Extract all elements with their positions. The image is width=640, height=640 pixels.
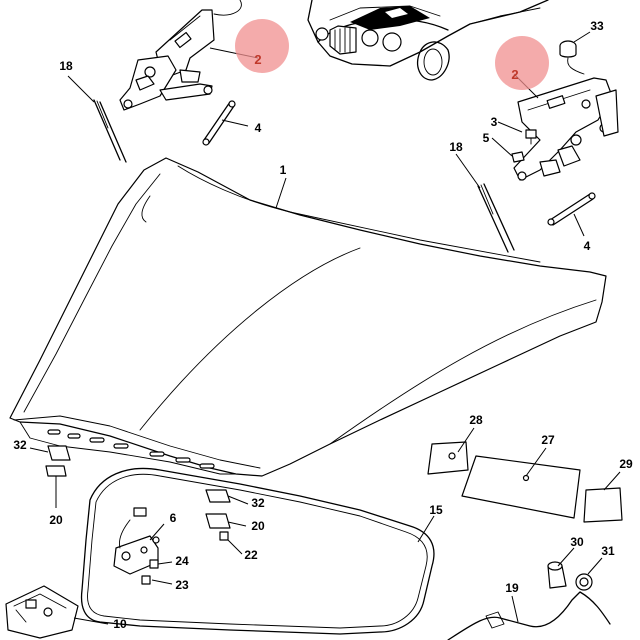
callout-20-right: 20 [251, 519, 265, 533]
callout-4-left: 4 [255, 121, 262, 135]
right-hinge [513, 77, 619, 181]
callout-32-right: 32 [251, 496, 265, 510]
hood-panel [9, 157, 607, 477]
callout-18-right: 18 [449, 140, 463, 154]
gas-struts [93, 99, 596, 253]
highlight-left-hinge [235, 19, 289, 73]
callout-10: 10 [113, 617, 127, 631]
callout-31: 31 [601, 544, 615, 558]
callout-5: 5 [483, 131, 490, 145]
callout-30: 30 [570, 535, 584, 549]
left-hinge [119, 9, 215, 111]
callout-19: 19 [505, 581, 519, 595]
callout-20-left: 20 [49, 513, 63, 527]
latch-assembly [5, 445, 231, 639]
callout-29: 29 [619, 457, 633, 471]
car-thumbnail [213, 0, 549, 81]
hood-seal [80, 467, 435, 635]
callout-24: 24 [175, 554, 189, 568]
callout-23: 23 [175, 578, 189, 592]
insulation-pads [427, 441, 623, 523]
fasteners-top [511, 40, 585, 163]
callout-22: 22 [244, 548, 258, 562]
highlight-right-hinge [495, 36, 549, 90]
callout-28: 28 [469, 413, 483, 427]
callout-27: 27 [541, 433, 555, 447]
callout-18-left: 18 [59, 59, 73, 73]
sensor-cable [447, 561, 611, 640]
callout-2-right: 2 [511, 67, 518, 82]
callout-32-left: 32 [13, 438, 27, 452]
callout-33: 33 [590, 19, 604, 33]
callout-1: 1 [280, 163, 287, 177]
callout-2-left: 2 [254, 52, 261, 67]
callout-6: 6 [170, 511, 177, 525]
hood-vent-slots [47, 429, 215, 469]
callout-15: 15 [429, 503, 443, 517]
callout-4-right: 4 [584, 239, 591, 253]
callout-3: 3 [491, 115, 498, 129]
